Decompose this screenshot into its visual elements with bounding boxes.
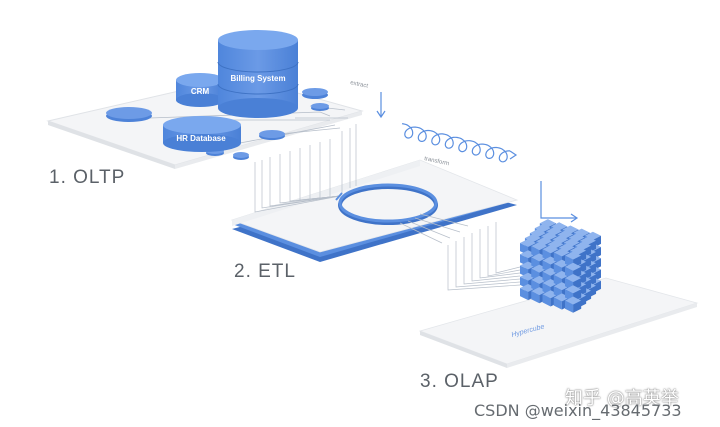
transform-spiral: transform <box>401 123 518 167</box>
stage-label-oltp: 1. OLTP <box>49 167 126 188</box>
etl-ring <box>335 183 438 225</box>
stage-label-etl: 2. ETL <box>234 261 296 282</box>
hypercube <box>520 219 601 313</box>
etl-to-olap-lines <box>447 222 521 291</box>
etl-plate <box>230 159 519 262</box>
disk-small <box>302 88 328 99</box>
zhihu-watermark: 知乎 @高英举 <box>565 388 679 409</box>
hr-database: HR Database <box>163 116 241 152</box>
crm-database: CRM <box>176 73 224 107</box>
disk-small <box>259 130 285 140</box>
disk-small <box>311 103 329 111</box>
csdn-watermark: CSDN @weixin_43845733 <box>474 401 682 420</box>
hr-database-label: HR Database <box>176 134 226 143</box>
oltp-to-etl-lines <box>254 124 357 213</box>
extract-label: extract <box>350 80 369 90</box>
disk-small <box>233 152 249 160</box>
billing-system-label: Billing System <box>230 74 285 83</box>
etl-output-lines <box>399 213 469 244</box>
billing-system-database: Billing System <box>217 30 299 118</box>
hypercube-cell <box>565 296 582 313</box>
stage-label-olap: 3. OLAP <box>420 371 499 392</box>
disk-small <box>106 107 152 122</box>
crm-label: CRM <box>191 87 210 96</box>
transform-label: transform <box>424 156 450 167</box>
extract-arrow: extract <box>350 80 386 119</box>
oltp-disks <box>106 88 329 160</box>
